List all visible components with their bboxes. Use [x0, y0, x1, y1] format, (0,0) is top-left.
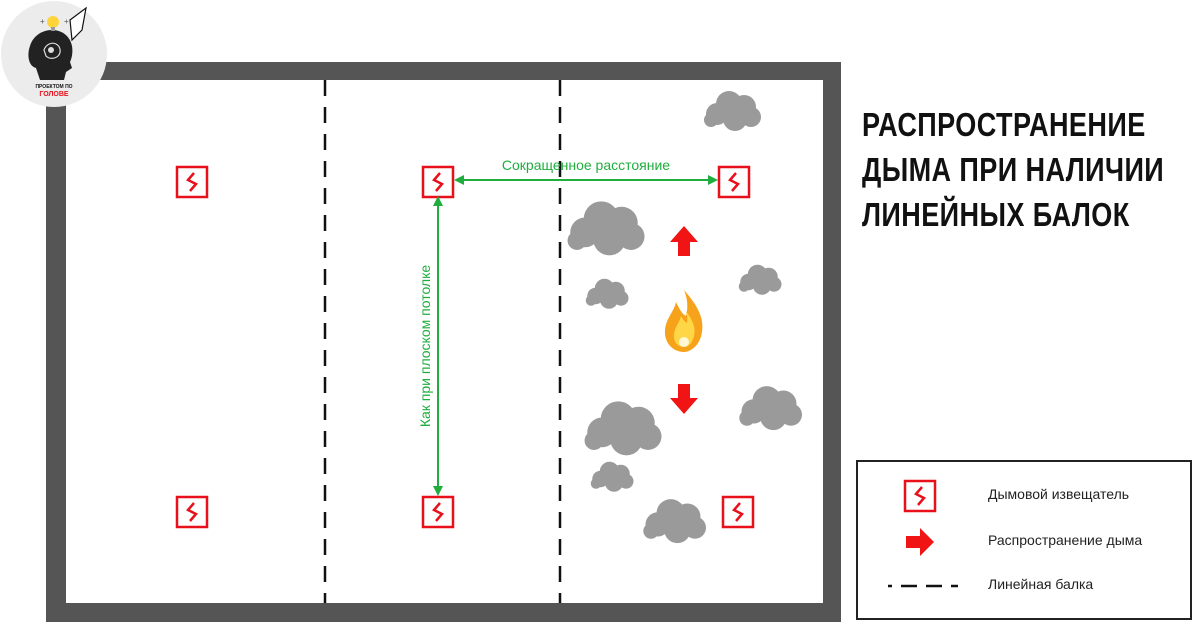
diagram-title: РАСПРОСТРАНЕНИЕ ДЫМА ПРИ НАЛИЧИИ ЛИНЕЙНЫ…: [862, 102, 1165, 237]
smoke-detector-icon: [175, 495, 209, 529]
logo-head-icon: + +: [28, 6, 87, 80]
title-line-3: ЛИНЕЙНЫХ БАЛОК: [862, 196, 1130, 233]
legend: Дымовой извещатель Распространение дыма …: [856, 460, 1192, 620]
logo-text-line2: ГОЛОВЕ: [39, 91, 69, 98]
spread-arrow-icon: [906, 528, 934, 556]
spread-arrow-down-icon: [670, 384, 698, 414]
smoke-detector-icon: [421, 495, 455, 529]
logo: + + ПРОЕКТОМ ПО ГОЛОВЕ: [1, 1, 107, 107]
smoke-detector-icon: [717, 165, 751, 199]
beam-line-icon: [888, 584, 958, 588]
vertical-distance-label: Как при плоском потолке: [417, 265, 433, 428]
title-line-1: РАСПРОСТРАНЕНИЕ: [862, 106, 1146, 143]
legend-label-smoke-spread: Распространение дыма: [988, 532, 1143, 548]
legend-item-beam: Линейная балка: [858, 566, 1190, 606]
smoke-detector-icon: [721, 495, 755, 529]
legend-label-detector: Дымовой извещатель: [988, 486, 1130, 502]
fire-icon: [664, 290, 703, 352]
svg-text:+: +: [64, 17, 69, 26]
legend-label-beam: Линейная балка: [988, 576, 1094, 592]
spread-arrow-up-icon: [670, 226, 698, 256]
legend-item-detector: Дымовой извещатель: [858, 476, 1190, 516]
svg-text:+: +: [40, 17, 45, 26]
smoke-detector-icon: [903, 479, 937, 513]
logo-text-line1: ПРОЕКТОМ ПО: [35, 84, 72, 90]
legend-item-smoke-spread: Распространение дыма: [858, 522, 1190, 562]
room-wall: [46, 62, 841, 622]
smoke-detector-icon: [421, 165, 455, 199]
horizontal-distance-label: Сокращенное расстояние: [502, 157, 670, 173]
smoke-detector-icon: [175, 165, 209, 199]
title-line-2: ДЫМА ПРИ НАЛИЧИИ: [862, 151, 1165, 188]
